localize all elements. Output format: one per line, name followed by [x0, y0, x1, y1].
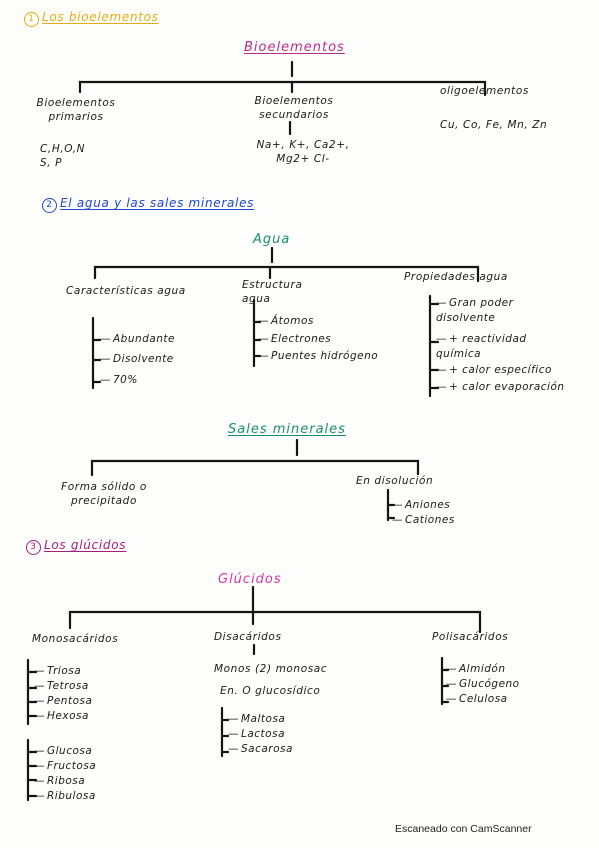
list-item: Hexosa — [34, 709, 92, 724]
list-item: Sacarosa — [228, 742, 293, 757]
sales-disolucion-list: Aniones Cationes — [392, 498, 455, 528]
list-item: Disolvente — [100, 352, 175, 367]
list-item: Triosa — [34, 664, 92, 679]
glucidos-di-label: Disacáridos — [214, 631, 282, 643]
section-1-number: 1 — [24, 12, 39, 27]
list-item: Celulosa — [446, 692, 520, 707]
glucidos-di-line2: En. O glucosídico — [220, 685, 321, 697]
list-item: Aniones — [392, 498, 455, 513]
agua-estructura-label: Estructura agua — [242, 279, 303, 305]
list-item: Tetrosa — [34, 679, 92, 694]
agua-propiedades-label: Propiedades agua — [404, 271, 508, 283]
list-item: Gran poder disolvente — [436, 296, 536, 326]
sales-solido-label: Forma sólido o precipitado — [61, 481, 147, 507]
glucidos-poli-label: Polisacáridos — [432, 631, 509, 643]
section-3-number: 3 — [26, 540, 41, 555]
camscanner-watermark: Escaneado con CamScanner — [395, 823, 532, 835]
agua-estructura-list: Átomos Electrones Puentes hidrógeno — [258, 314, 378, 364]
sales-title: Sales minerales — [228, 422, 346, 437]
glucidos-di-list: Maltosa Lactosa Sacarosa — [228, 712, 293, 757]
agua-title: Agua — [253, 232, 291, 247]
list-item: + reactividad química — [436, 332, 536, 362]
glucidos-poli-list: Almidón Glucógeno Celulosa — [446, 662, 520, 707]
glucidos-mono-list-b: Glucosa Fructosa Ribosa Ribulosa — [34, 744, 96, 804]
sales-disolucion-label: En disolución — [356, 475, 434, 487]
list-item: Electrones — [258, 332, 378, 347]
list-item: Átomos — [258, 314, 378, 329]
list-item: 70% — [100, 373, 175, 388]
agua-propiedades-list: Gran poder disolvente + reactividad quím… — [436, 296, 564, 395]
section-3-title: Los glúcidos — [44, 538, 127, 552]
bioelementos-title: Bioelementos — [244, 40, 345, 55]
list-item: Maltosa — [228, 712, 293, 727]
bioelementos-primarios-label: Bioelementos primarios — [36, 97, 116, 123]
section-2-title: El agua y las sales minerales — [60, 196, 255, 210]
list-item: Cationes — [392, 513, 455, 528]
list-item: + calor específico — [436, 363, 556, 378]
agua-caracteristicas-label: Características agua — [66, 285, 186, 297]
list-item: Abundante — [100, 332, 175, 347]
list-item: + calor evaporación — [436, 380, 564, 395]
list-item: Puentes hidrógeno — [258, 349, 378, 364]
bioelementos-secundarios-items: Na+, K+, Ca2+, Mg2+ Cl- — [256, 139, 350, 165]
list-item: Lactosa — [228, 727, 293, 742]
list-item: Pentosa — [34, 694, 92, 709]
glucidos-title: Glúcidos — [218, 572, 282, 587]
section-1-title: Los bioelementos — [42, 10, 159, 24]
list-item: Fructosa — [34, 759, 96, 774]
list-item: Glucógeno — [446, 677, 520, 692]
list-item: Almidón — [446, 662, 520, 677]
glucidos-mono-list-a: Triosa Tetrosa Pentosa Hexosa — [34, 664, 92, 724]
section-2-number: 2 — [42, 198, 57, 213]
list-item: Ribulosa — [34, 789, 96, 804]
agua-caracteristicas-list: Abundante Disolvente 70% — [100, 332, 175, 388]
list-item: Ribosa — [34, 774, 96, 789]
oligoelementos-label: oligoelementos — [440, 85, 529, 97]
bioelementos-secundarios-label: Bioelementos secundarios — [254, 95, 334, 121]
glucidos-mono-label: Monosacáridos — [32, 633, 119, 645]
bioelementos-primarios-items: C,H,O,N S, P — [40, 143, 86, 169]
list-item: Glucosa — [34, 744, 96, 759]
glucidos-di-line1: Monos (2) monosac — [214, 663, 328, 675]
oligoelementos-items: Cu, Co, Fe, Mn, Zn — [440, 119, 548, 131]
